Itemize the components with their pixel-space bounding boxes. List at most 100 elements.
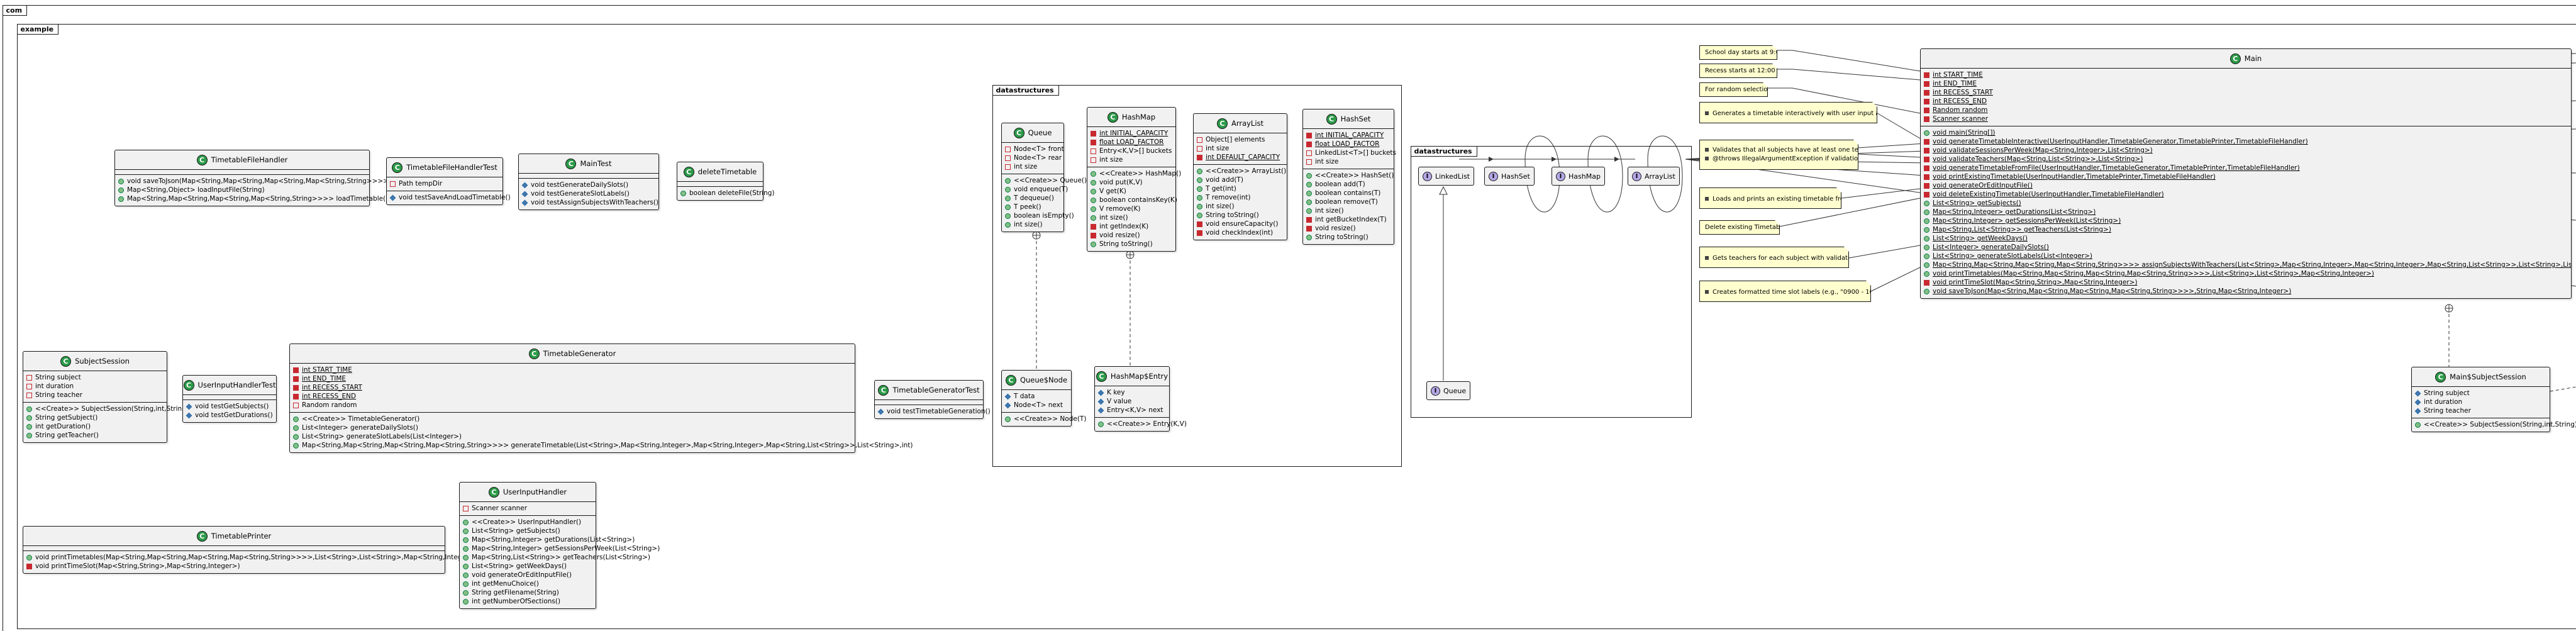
package-datastructures-label: datastructures (992, 84, 1059, 96)
method: <<Create>> Entry(K,V) (1107, 420, 1187, 428)
note-random: For random selections (1699, 82, 1768, 97)
field: int END_TIME (302, 375, 347, 383)
method: String toString() (1099, 240, 1153, 248)
field: K key (1107, 389, 1125, 396)
class-name: UserInputHandlerTest (197, 381, 276, 389)
method: List<String> generateSlotLabels(List<Int… (302, 433, 462, 440)
field: int RECESS_START (302, 384, 362, 391)
method: int getDuration() (35, 423, 91, 430)
class-name: TimetableFileHandlerTest (406, 163, 497, 172)
field: V value (1107, 398, 1132, 405)
interface-name: HashMap (1568, 172, 1601, 181)
method: Map<String,List<String>> getTeachers(Lis… (1933, 226, 2111, 233)
class-icon: C (1326, 113, 1337, 125)
method: List<String> getSubjects() (1933, 199, 2021, 207)
field: Path tempDir (399, 180, 443, 187)
class-name: Queue (1028, 128, 1052, 137)
note-recess: Recess starts at 12:00 (1699, 64, 1777, 78)
class-name: MainTest (580, 159, 612, 168)
method: boolean add(T) (1315, 181, 1365, 188)
method: Map<String,Object> loadInputFile(String) (127, 186, 265, 194)
method: <<Create>> SubjectSession(String,int,Str… (2424, 421, 2576, 428)
method: String getFilename(String) (472, 589, 559, 596)
class-icon: C (878, 384, 889, 396)
method: String toString() (1315, 233, 1368, 241)
class-icon: C (565, 158, 577, 169)
method: void add(T) (1206, 176, 1243, 184)
method: boolean containsKey(K) (1099, 196, 1177, 204)
class-name: TimetableGeneratorTest (892, 386, 980, 394)
field: int size (1206, 145, 1230, 152)
class-name: UserInputHandler (502, 488, 567, 496)
fields-section: T data Node<T> next (1002, 389, 1071, 412)
field: Node<T> rear (1014, 154, 1062, 162)
method: V remove(K) (1099, 205, 1141, 213)
class-name: HashMap$Entry (1110, 372, 1169, 381)
method: void enqueue(T) (1014, 186, 1069, 193)
field: float LOAD_FACTOR (1099, 138, 1164, 146)
note-text: For random selections (1705, 86, 1775, 93)
method: void generateOrEditInputFile() (1933, 182, 2033, 189)
fields-section: int START_TIME int END_TIME int RECESS_S… (290, 363, 855, 412)
fields-section: String subject int duration String teach… (23, 371, 167, 402)
method: <<Create>> Queue() (1014, 177, 1087, 184)
package-example-label: example (16, 23, 59, 35)
note-text: Recess starts at 12:00 (1705, 67, 1775, 74)
method: void testGenerateDailySlots() (531, 181, 629, 189)
class-icon: C (2229, 53, 2241, 64)
fields-section (23, 545, 445, 550)
method: Map<String,Integer> getSessionsPerWeek(L… (1933, 217, 2121, 225)
methods-section: boolean deleteFile(String) (677, 186, 775, 200)
method: int size() (1014, 221, 1043, 228)
fields-section (519, 173, 658, 178)
field: int RECESS_END (1933, 98, 1987, 105)
note-gets-teachers: Gets teachers for each subject with vali… (1699, 247, 1849, 268)
class-icon: C (183, 379, 194, 391)
package-datastructures: datastructures (992, 84, 1402, 467)
method: int size() (1206, 203, 1235, 210)
field: int size (1014, 163, 1038, 170)
field: int INITIAL_CAPACITY (1315, 131, 1384, 139)
field: String teacher (35, 391, 82, 399)
interface-name: LinkedList (1435, 172, 1470, 181)
method: <<Create>> SubjectSession(String,int,Str… (35, 405, 189, 413)
field: int START_TIME (302, 366, 352, 374)
field: Scanner scanner (1933, 115, 1989, 123)
method: List<Integer> generateDailySlots() (1933, 243, 2049, 251)
note-school-start: School day starts at 9:00 (1699, 45, 1777, 60)
interface-name: Queue (1443, 386, 1467, 395)
note-delete: Delete existing Timetable (1699, 220, 1780, 235)
method: int size() (1099, 214, 1128, 221)
methods-section: <<Create>> Queue() void enqueue(T) T deq… (1002, 174, 1087, 232)
method: void printExistingTimetable(UserInputHan… (1933, 173, 2216, 181)
method: List<String> getWeekDays() (472, 562, 567, 570)
method: void printTimeSlot(Map<String,String>,Ma… (35, 562, 240, 570)
method: void put(K,V) (1099, 179, 1143, 186)
method: <<Create>> TimetableGenerator() (302, 415, 420, 423)
method: <<Create>> HashMap() (1099, 170, 1182, 177)
package-example: example (16, 23, 2576, 629)
